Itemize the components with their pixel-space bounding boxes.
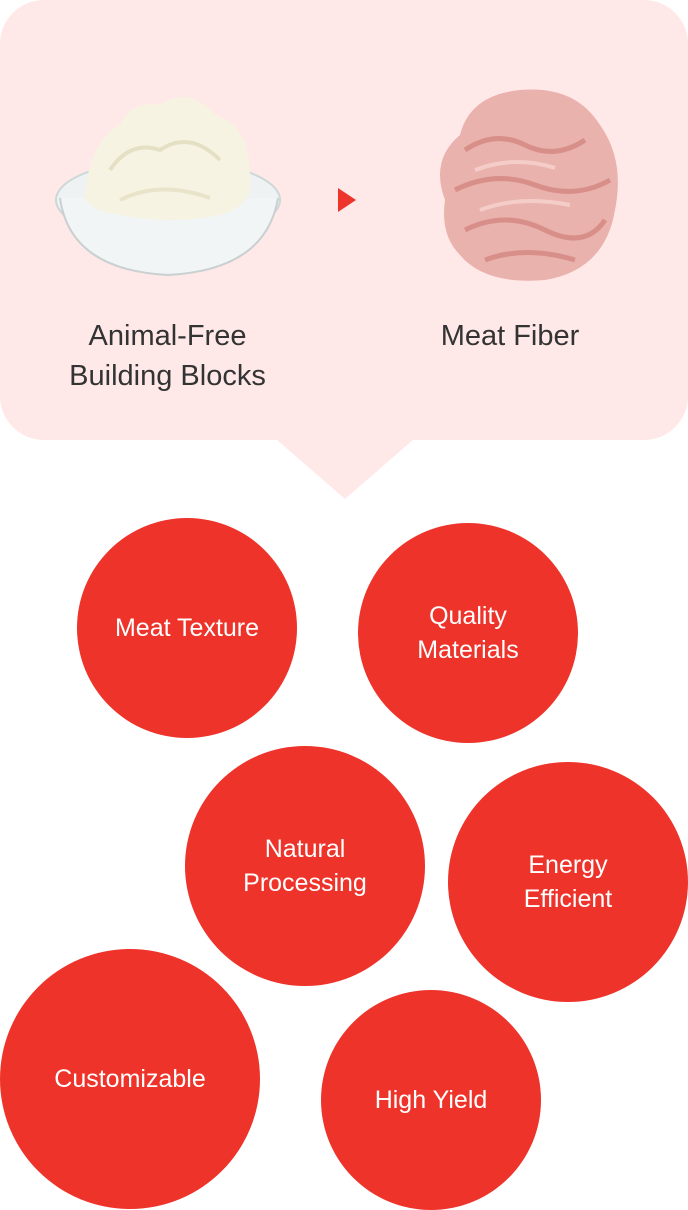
target-label: Meat Fiber: [440, 320, 580, 352]
building-blocks-bowl-image: [55, 97, 281, 277]
arrow-right-icon: [338, 188, 356, 212]
benefit-label: High Yield: [374, 1086, 488, 1114]
meat-fiber-image: [440, 89, 618, 281]
benefit-label: Processing: [243, 869, 367, 897]
benefit-label: Natural: [264, 835, 346, 863]
benefit-label: Meat Texture: [114, 614, 260, 642]
benefit-label: Energy: [528, 851, 608, 879]
benefit-label: Quality: [429, 602, 507, 630]
source-label-line2: Building Blocks: [69, 360, 266, 392]
benefit-meat-texture: Meat Texture: [77, 518, 297, 738]
benefit-high-yield: High Yield: [321, 990, 541, 1210]
benefit-label: Customizable: [54, 1065, 206, 1093]
source-label-line1: Animal-Free: [88, 320, 247, 352]
source-label: Animal-Free Building Blocks: [30, 316, 305, 396]
benefit-label: Materials: [417, 636, 519, 664]
benefit-label: Efficient: [523, 885, 613, 913]
panel-pointer: [276, 439, 414, 499]
benefit-customizable: Customizable: [0, 949, 260, 1209]
